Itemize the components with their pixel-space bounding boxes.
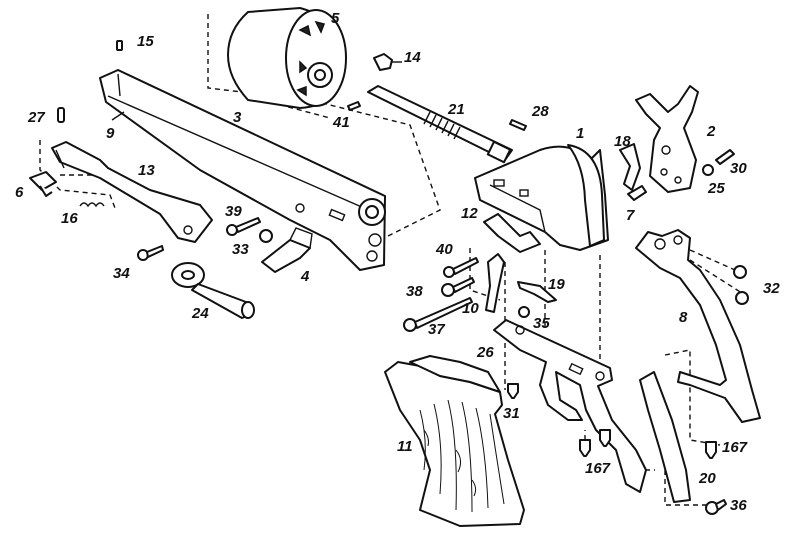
label-part-37: 37	[428, 321, 445, 338]
label-part-16: 16	[61, 210, 78, 227]
label-part-13: 13	[138, 162, 155, 179]
label-part-38: 38	[406, 283, 423, 300]
part-25-screw	[702, 164, 714, 176]
part-10-trigger	[485, 253, 505, 313]
label-part-25: 25	[707, 180, 725, 197]
label-part-33: 33	[232, 241, 249, 258]
part-14-nipple	[373, 53, 402, 71]
label-part-7: 7	[626, 207, 635, 224]
part-40-screw	[443, 257, 479, 278]
label-part-167-guard: 167	[585, 460, 611, 477]
part-34-screw	[137, 245, 164, 261]
label-part-15: 15	[137, 33, 154, 50]
part-35-screw	[518, 306, 530, 318]
part-2-hammer	[635, 85, 699, 193]
part-4-latch	[261, 227, 313, 273]
part-26-trigger-guard	[493, 319, 647, 493]
part-15-pin	[116, 40, 123, 51]
part-12-bolt	[483, 213, 541, 253]
part-5-cylinder	[227, 7, 347, 109]
label-part-4: 4	[300, 268, 310, 285]
part-20-grip-strap	[639, 371, 691, 503]
label-part-3: 3	[233, 109, 242, 126]
label-part-9: 9	[106, 125, 115, 142]
part-6-wedge	[29, 171, 57, 197]
label-part-19: 19	[548, 276, 565, 293]
label-part-21: 21	[447, 101, 465, 118]
label-part-5: 5	[331, 10, 340, 27]
label-part-1: 1	[576, 125, 584, 142]
part-3-barrel	[99, 69, 386, 271]
part-11-grips	[384, 355, 525, 527]
part-33-screw	[259, 229, 273, 243]
label-part-31: 31	[503, 405, 520, 422]
label-part-6: 6	[15, 184, 24, 201]
part-167-screws-guard	[579, 429, 611, 457]
part-9-wedge-mark	[111, 111, 125, 121]
part-27-pin	[57, 107, 65, 123]
part-41-pin	[347, 101, 361, 111]
label-part-30: 30	[730, 160, 747, 177]
label-part-11: 11	[397, 438, 413, 455]
part-37-screw	[403, 297, 473, 332]
part-8-backstrap	[635, 229, 761, 423]
part-16-spring	[79, 202, 105, 208]
label-part-40: 40	[435, 241, 453, 258]
label-part-18: 18	[614, 133, 631, 150]
label-part-27: 27	[27, 109, 45, 126]
part-30-pin	[715, 149, 735, 165]
callout-labels: 1 2 3 4 5 6 7 8 9 10 11 12 13 14 15 16 1…	[15, 10, 780, 514]
label-part-167-backstrap: 167	[722, 439, 748, 456]
label-part-41: 41	[332, 114, 350, 131]
part-1-frame	[474, 144, 609, 251]
part-24-rammer	[171, 262, 255, 319]
label-part-14: 14	[404, 49, 421, 66]
part-19-spring	[517, 281, 557, 303]
part-21-arbor	[367, 85, 513, 164]
label-part-10: 10	[462, 300, 479, 317]
label-part-35: 35	[533, 315, 550, 332]
label-part-28: 28	[531, 103, 549, 120]
part-32-screws	[733, 265, 749, 305]
label-part-32: 32	[763, 280, 780, 297]
part-167-screw-backstrap	[705, 441, 717, 459]
part-31-screw	[507, 383, 519, 399]
label-part-12: 12	[461, 205, 478, 222]
label-part-36: 36	[730, 497, 747, 514]
label-part-20: 20	[698, 470, 716, 487]
part-38-screw	[441, 277, 475, 297]
part-36-screw	[705, 499, 727, 515]
label-part-8: 8	[679, 309, 688, 326]
label-part-24: 24	[191, 305, 209, 322]
label-part-34: 34	[113, 265, 130, 282]
part-13-loading-lever	[51, 141, 213, 243]
part-18-hand	[619, 143, 647, 201]
label-part-39: 39	[225, 203, 242, 220]
label-part-2: 2	[706, 123, 716, 140]
part-28-pin	[509, 119, 527, 131]
label-part-26: 26	[476, 344, 494, 361]
part-39-screw	[226, 217, 261, 236]
